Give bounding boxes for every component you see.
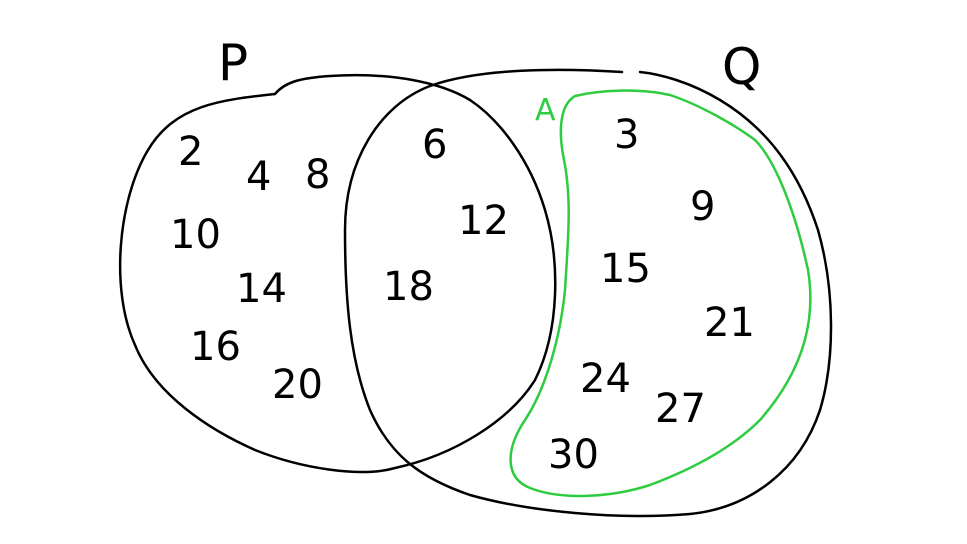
subset-a-element: 3 bbox=[614, 112, 639, 158]
subset-a-element: 15 bbox=[600, 246, 651, 292]
subset-a-element: 21 bbox=[704, 300, 755, 346]
set-q-outline bbox=[343, 68, 833, 518]
subset-a-element: 27 bbox=[655, 386, 706, 432]
p-only-element: 16 bbox=[190, 324, 241, 370]
p-only-element: 4 bbox=[246, 154, 271, 200]
set-p-label: P bbox=[218, 34, 248, 92]
intersection-element: 12 bbox=[458, 198, 509, 244]
subset-a-element: 24 bbox=[580, 356, 631, 402]
subset-a-outline bbox=[509, 89, 812, 498]
intersection-element: 18 bbox=[383, 264, 434, 310]
intersection-element: 6 bbox=[422, 122, 447, 168]
set-q-label: Q bbox=[722, 38, 761, 96]
subset-a-element: 30 bbox=[548, 432, 599, 478]
p-only-element: 20 bbox=[272, 362, 323, 408]
p-only-element: 2 bbox=[178, 129, 203, 175]
subset-a-label: A bbox=[535, 93, 556, 128]
set-p-outline bbox=[118, 73, 557, 474]
p-only-element: 14 bbox=[236, 266, 287, 312]
p-only-element: 8 bbox=[305, 152, 330, 198]
p-only-element: 10 bbox=[170, 212, 221, 258]
subset-a-element: 9 bbox=[690, 184, 715, 230]
